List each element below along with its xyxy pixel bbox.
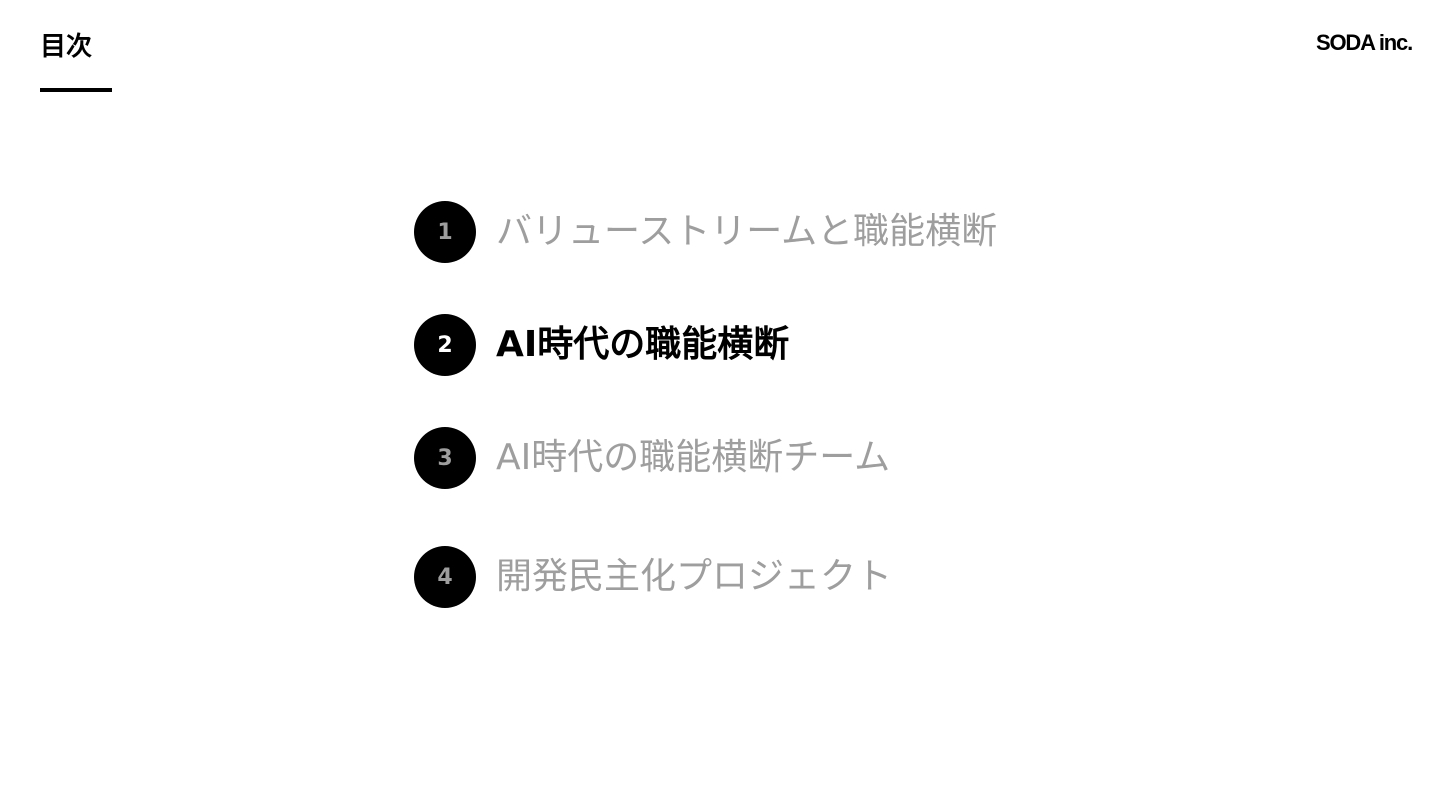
toc-item-label: 開発民主化プロジェクト (496, 556, 893, 597)
toc-item-label: AI時代の職能横断 (496, 324, 790, 365)
toc-item-4: 4 開発民主化プロジェクト (414, 546, 892, 608)
company-logo: SODA inc. (1316, 30, 1413, 55)
toc-number-badge: 3 (414, 427, 476, 489)
page-title: 目次 (40, 32, 93, 62)
toc-item-2-active: 2 AI時代の職能横断 (414, 314, 789, 376)
toc-number-badge: 1 (414, 201, 476, 263)
toc-item-1: 1 バリューストリームと職能横断 (414, 201, 997, 263)
toc-number-badge: 2 (414, 314, 476, 376)
toc-number-badge: 4 (414, 546, 476, 608)
title-underline (40, 88, 112, 92)
toc-item-label: AI時代の職能横断チーム (496, 437, 891, 478)
toc-item-3: 3 AI時代の職能横断チーム (414, 427, 890, 489)
toc-item-label: バリューストリームと職能横断 (496, 211, 998, 252)
